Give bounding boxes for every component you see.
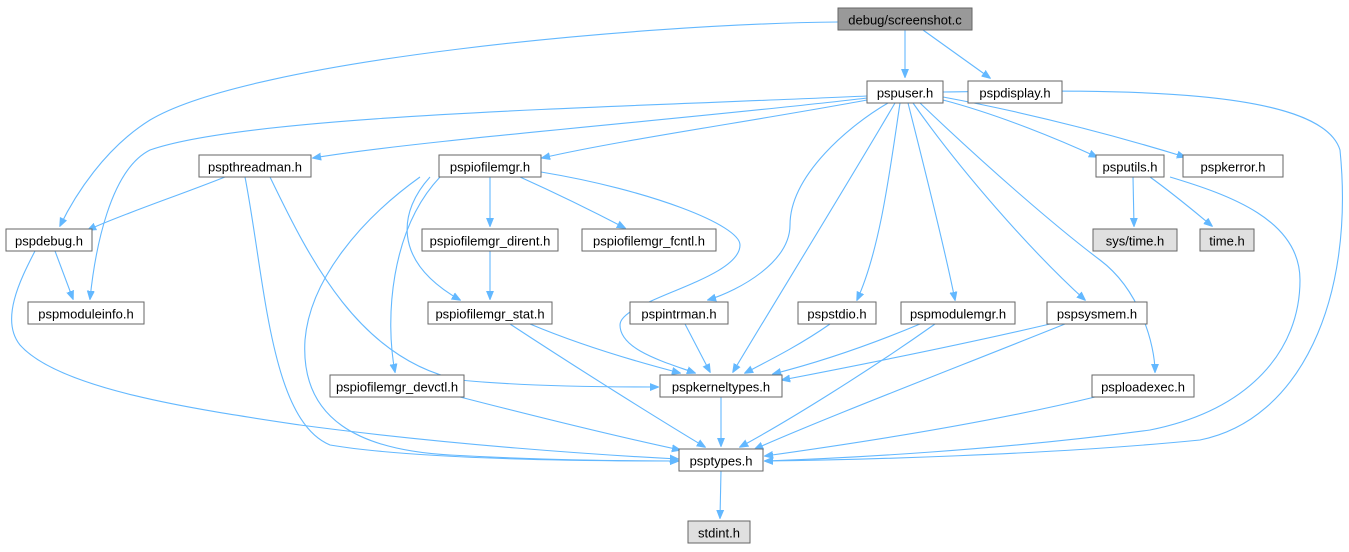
edge-screenshot-c-to-pspdebug-h — [60, 21, 839, 226]
edge-pspuser-h-to-pspiofilemgr-h — [542, 99, 868, 158]
edge-psputils-h-to-sys-time-h — [1133, 176, 1134, 226]
node-label: pspkerror.h — [1200, 160, 1265, 175]
node-label: pspkerneltypes.h — [672, 380, 770, 395]
node-pspmoduleinfo-h[interactable]: pspmoduleinfo.h — [27, 301, 145, 325]
node-psptypes-h[interactable]: psptypes.h — [678, 448, 764, 472]
edge-pspuser-h-to-pspintrman-h — [708, 102, 889, 300]
node-label: pspmodulemgr.h — [910, 307, 1006, 322]
edge-pspiofilemgr-h-to-pspiofilemgr-stat-h — [406, 176, 460, 300]
edge-pspuser-h-to-pspthreadman-h — [313, 97, 868, 158]
node-label: psploadexec.h — [1101, 380, 1185, 395]
node-pspthreadman-h[interactable]: pspthreadman.h — [198, 154, 312, 178]
node-label: pspthreadman.h — [208, 160, 302, 175]
node-pspiofilemgr-h[interactable]: pspiofilemgr.h — [438, 154, 542, 178]
edge-pspuser-h-to-pspmoduleinfo-h — [90, 95, 868, 299]
edge-pspmodulemgr-h-to-pspkerneltypes-h — [773, 323, 921, 374]
node-pspiofilemgr-devctl-h[interactable]: pspiofilemgr_devctl.h — [329, 374, 465, 398]
node-psputils-h[interactable]: psputils.h — [1095, 154, 1165, 178]
edge-pspuser-h-to-psptypes-h — [765, 90, 1343, 461]
edge-pspuser-h-to-pspkerneltypes-h — [733, 102, 896, 372]
edge-screenshot-c-to-pspdisplay-h — [922, 29, 990, 78]
edge-pspuser-h-to-psploadexec-h — [919, 102, 1155, 372]
edge-pspiofilemgr-h-to-pspkerneltypes-h — [540, 171, 741, 373]
edge-pspiofilemgr-devctl-h-to-psptypes-h — [459, 396, 680, 450]
node-pspstdio-h[interactable]: pspstdio.h — [797, 301, 877, 325]
edge-pspstdio-h-to-pspkerneltypes-h — [745, 323, 831, 373]
edge-pspiofilemgr-stat-h-to-psptypes-h — [509, 323, 705, 447]
edge-psputils-h-to-psptypes-h — [765, 176, 1301, 461]
edge-pspintrman-h-to-pspkerneltypes-h — [684, 323, 710, 372]
edge-pspiofilemgr-h-to-psptypes-h — [304, 176, 678, 461]
node-pspkerror-h[interactable]: pspkerror.h — [1182, 154, 1284, 178]
node-label: pspiofilemgr_stat.h — [435, 307, 544, 322]
node-stdint-h: stdint.h — [687, 520, 751, 544]
edge-psputils-h-to-time-h — [1149, 176, 1212, 226]
node-label: pspiofilemgr_dirent.h — [430, 234, 551, 249]
node-label: psputils.h — [1103, 160, 1158, 175]
edge-psploadexec-h-to-psptypes-h — [765, 396, 1096, 456]
node-label: pspuser.h — [877, 86, 933, 101]
node-time-h: time.h — [1199, 228, 1255, 252]
edge-pspmodulemgr-h-to-psptypes-h — [740, 323, 936, 447]
node-pspkerneltypes-h[interactable]: pspkerneltypes.h — [659, 374, 783, 398]
edges-layer — [11, 21, 1343, 518]
edge-pspuser-h-to-psputils-h — [942, 99, 1097, 157]
edge-pspsysmem-h-to-pspkerneltypes-h — [782, 323, 1051, 380]
node-label: pspdebug.h — [15, 234, 83, 249]
node-pspsysmem-h[interactable]: pspsysmem.h — [1046, 301, 1148, 325]
edge-pspdebug-h-to-pspmoduleinfo-h — [54, 250, 73, 299]
node-label: debug/screenshot.c — [848, 13, 962, 28]
node-label: pspintrman.h — [641, 307, 716, 322]
node-label: time.h — [1209, 234, 1244, 249]
node-label: pspstdio.h — [807, 307, 866, 322]
edge-pspuser-h-to-pspkerror-h — [942, 96, 1185, 157]
node-screenshot-c[interactable]: debug/screenshot.c — [837, 7, 973, 31]
edge-pspsysmem-h-to-psptypes-h — [755, 323, 1066, 449]
edge-pspuser-h-to-pspstdio-h — [857, 102, 901, 300]
node-sys-time-h: sys/time.h — [1092, 228, 1178, 252]
node-pspiofilemgr-fcntl-h[interactable]: pspiofilemgr_fcntl.h — [581, 228, 717, 252]
edge-psptypes-h-to-stdint-h — [720, 470, 721, 518]
edge-pspiofilemgr-h-to-pspiofilemgr-fcntl-h — [519, 176, 625, 228]
node-pspdisplay-h[interactable]: pspdisplay.h — [967, 80, 1063, 104]
edge-pspdebug-h-to-psptypes-h — [11, 250, 678, 459]
node-label: pspdisplay.h — [979, 86, 1050, 101]
node-pspiofilemgr-dirent-h[interactable]: pspiofilemgr_dirent.h — [421, 228, 559, 252]
node-label: pspsysmem.h — [1057, 307, 1137, 322]
edge-pspiofilemgr-h-to-pspiofilemgr-devctl-h — [391, 176, 441, 372]
node-label: stdint.h — [698, 526, 740, 541]
node-label: psptypes.h — [690, 454, 753, 469]
node-pspdebug-h[interactable]: pspdebug.h — [5, 228, 93, 252]
node-pspintrman-h[interactable]: pspintrman.h — [629, 301, 729, 325]
node-label: sys/time.h — [1106, 234, 1165, 249]
node-pspmodulemgr-h[interactable]: pspmodulemgr.h — [900, 301, 1016, 325]
node-label: pspiofilemgr_fcntl.h — [593, 234, 705, 249]
node-pspiofilemgr-stat-h[interactable]: pspiofilemgr_stat.h — [427, 301, 553, 325]
node-label: pspmoduleinfo.h — [38, 307, 133, 322]
node-psploadexec-h[interactable]: psploadexec.h — [1091, 374, 1195, 398]
edge-pspuser-h-to-pspmodulemgr-h — [907, 102, 955, 300]
node-pspuser-h[interactable]: pspuser.h — [866, 80, 944, 104]
edge-pspuser-h-to-pspsysmem-h — [912, 102, 1085, 300]
nodes-layer: debug/screenshot.c pspuser.h pspdisplay.h p… — [5, 7, 1284, 544]
edge-pspiofilemgr-stat-h-to-pspkerneltypes-h — [529, 323, 680, 373]
node-label: pspiofilemgr_devctl.h — [336, 380, 458, 395]
edge-pspthreadman-h-to-pspdebug-h — [88, 176, 226, 230]
node-label: pspiofilemgr.h — [450, 160, 530, 175]
edge-pspthreadman-h-to-pspkerneltypes-h — [269, 176, 658, 387]
